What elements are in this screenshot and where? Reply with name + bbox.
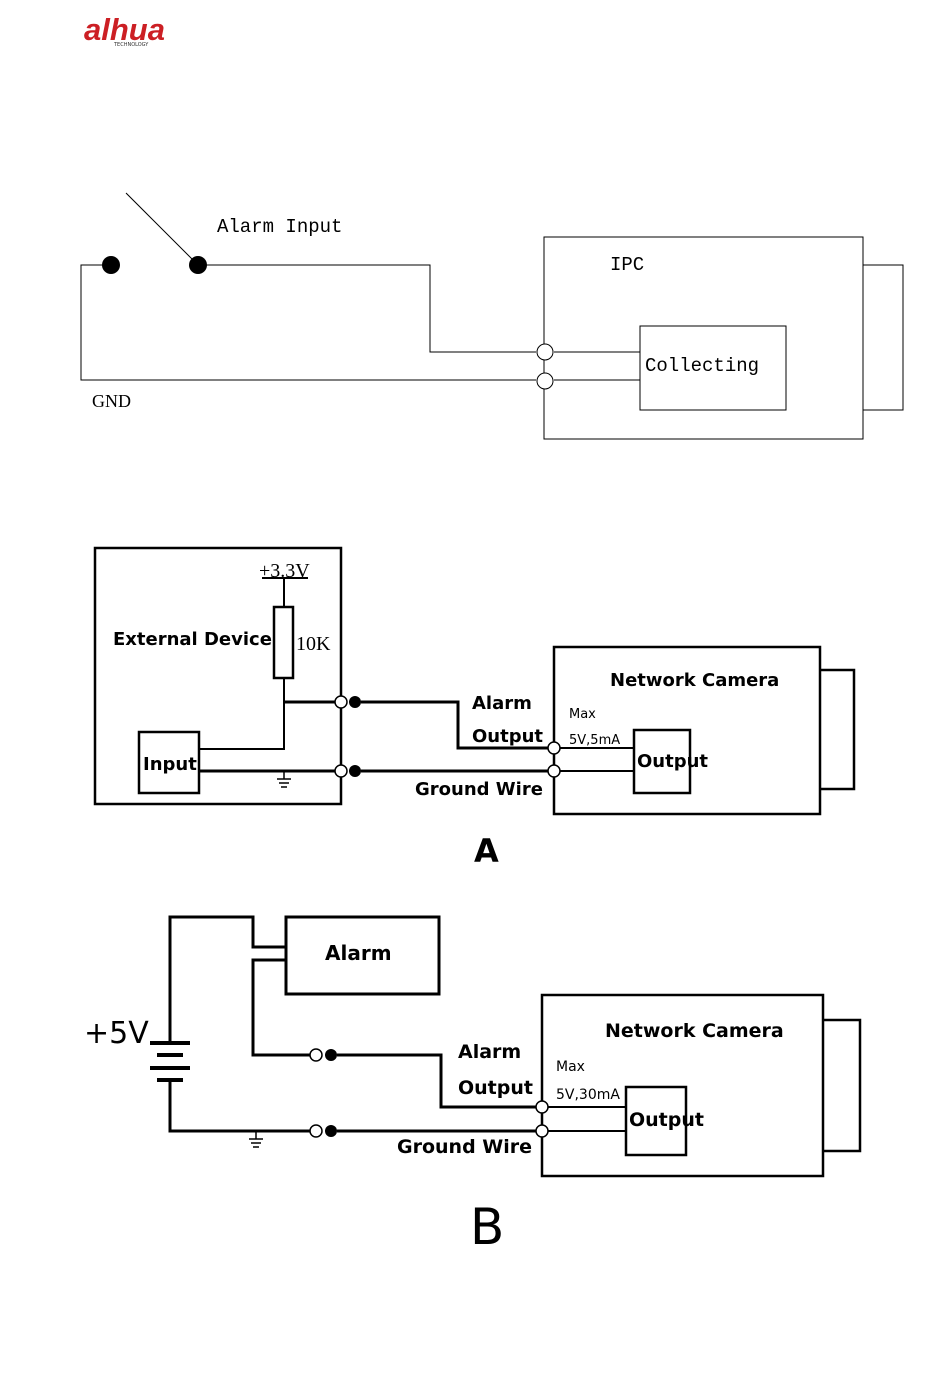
max-label: Max — [556, 1059, 585, 1075]
alarm-input-diagram: Alarm Input IPC Collecting GND — [81, 193, 903, 439]
terminal-ground-open — [310, 1125, 322, 1137]
terminal-ground-solid — [325, 1125, 337, 1137]
logo-subtext: TECHNOLOGY — [113, 42, 149, 48]
resistor-10k — [274, 607, 293, 678]
caption-a: A — [474, 832, 499, 870]
rating-label: 5V,30mA — [556, 1087, 620, 1103]
camera-terminal-alarm — [536, 1101, 548, 1113]
camera-lens — [820, 670, 854, 789]
network-camera-label: Network Camera — [605, 1020, 784, 1042]
alarm-output-diagram-b: +5V Alarm Alarm Output Ground Wire Netwo… — [84, 917, 860, 1256]
alarm-wire — [198, 265, 536, 352]
voltage-label: +5V — [84, 1016, 149, 1051]
terminal-alarm-open — [310, 1049, 322, 1061]
alarm-label: Alarm — [458, 1041, 521, 1063]
supply-wire — [170, 917, 286, 1043]
terminal-ground-open — [335, 765, 347, 777]
brand-logo: alhua TECHNOLOGY — [84, 12, 165, 48]
ground-loop-wire — [170, 1080, 310, 1131]
switch-lever — [126, 193, 198, 265]
resistor-label: 10K — [296, 633, 331, 655]
input-label: Input — [143, 754, 197, 775]
external-device-label: External Device — [113, 629, 272, 650]
alarm-box-label: Alarm — [325, 941, 392, 965]
ground-wire-label: Ground Wire — [397, 1136, 532, 1158]
rating-label: 5V,5mA — [569, 733, 620, 748]
alarm-label: Alarm — [472, 693, 532, 714]
battery-icon — [150, 1043, 190, 1080]
camera-terminal-ground — [536, 1125, 548, 1137]
terminal-ground-solid — [349, 765, 361, 777]
ground-icon — [277, 771, 291, 787]
external-device-box — [95, 548, 341, 804]
output-label: Output — [472, 726, 543, 747]
camera-output-label: Output — [629, 1109, 704, 1131]
gnd-wire — [81, 265, 536, 380]
ipc-box — [544, 237, 863, 439]
camera-output-label: Output — [637, 751, 708, 772]
voltage-label: +3.3V — [259, 560, 310, 582]
alarm-output-diagram-a: +3.3V 10K External Device Input Alarm Ou… — [95, 548, 854, 870]
terminal-alarm-in — [537, 344, 553, 360]
alarm-input-label: Alarm Input — [217, 216, 342, 238]
gnd-label: GND — [92, 391, 131, 411]
ground-wire-label: Ground Wire — [415, 779, 543, 800]
max-label: Max — [569, 707, 596, 722]
ground-icon — [249, 1131, 263, 1147]
ipc-label: IPC — [610, 254, 644, 276]
collecting-label: Collecting — [645, 355, 759, 377]
terminal-alarm-open — [335, 696, 347, 708]
alarm-return-wire — [253, 960, 310, 1055]
output-label: Output — [458, 1077, 533, 1099]
caption-b: B — [470, 1198, 504, 1256]
terminal-alarm-solid — [349, 696, 361, 708]
terminal-alarm-solid — [325, 1049, 337, 1061]
pullup-wire — [200, 678, 284, 749]
camera-terminal-alarm — [548, 742, 560, 754]
camera-terminal-ground — [548, 765, 560, 777]
terminal-gnd — [537, 373, 553, 389]
ipc-lens — [863, 265, 903, 410]
camera-lens — [823, 1020, 860, 1151]
network-camera-label: Network Camera — [610, 670, 779, 691]
